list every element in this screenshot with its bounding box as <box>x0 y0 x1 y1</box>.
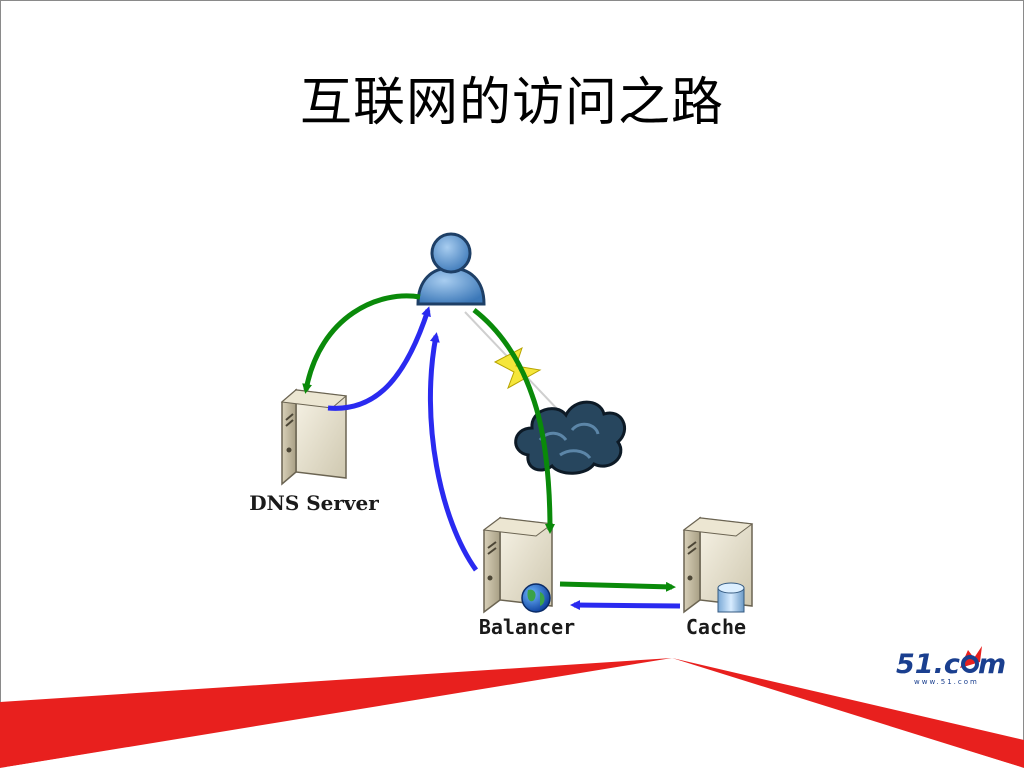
logo-text-left: 51.c <box>896 649 960 680</box>
slide-title: 互联网的访问之路 <box>299 73 724 133</box>
arrow-balancer-to-cache <box>559 581 676 592</box>
cache-label: Cache <box>686 615 746 639</box>
dns-server-label: DNS Server <box>249 491 379 515</box>
arrow-user-to-balancer <box>472 308 555 534</box>
51com-logo: 51.c m www.51.com <box>896 646 1006 686</box>
arrow-user-to-dns <box>302 293 421 394</box>
balancer-label: Balancer <box>479 615 575 639</box>
red-swoosh-decoration <box>0 658 1024 768</box>
dns-server-icon <box>280 388 348 486</box>
cache-server-icon <box>682 516 754 614</box>
database-icon <box>717 582 745 613</box>
user-icon <box>416 232 486 306</box>
globe-icon <box>521 583 551 613</box>
logo-text-right: m <box>978 649 1006 680</box>
arrow-cache-to-balancer <box>570 600 681 611</box>
internet-cloud-icon <box>514 400 626 475</box>
arrow-balancer-to-user <box>427 332 479 572</box>
arrow-dns-to-user <box>327 306 431 411</box>
logo-url: www.51.com <box>914 678 979 686</box>
lightning-icon <box>464 311 561 413</box>
logo-star-icon <box>960 646 982 673</box>
